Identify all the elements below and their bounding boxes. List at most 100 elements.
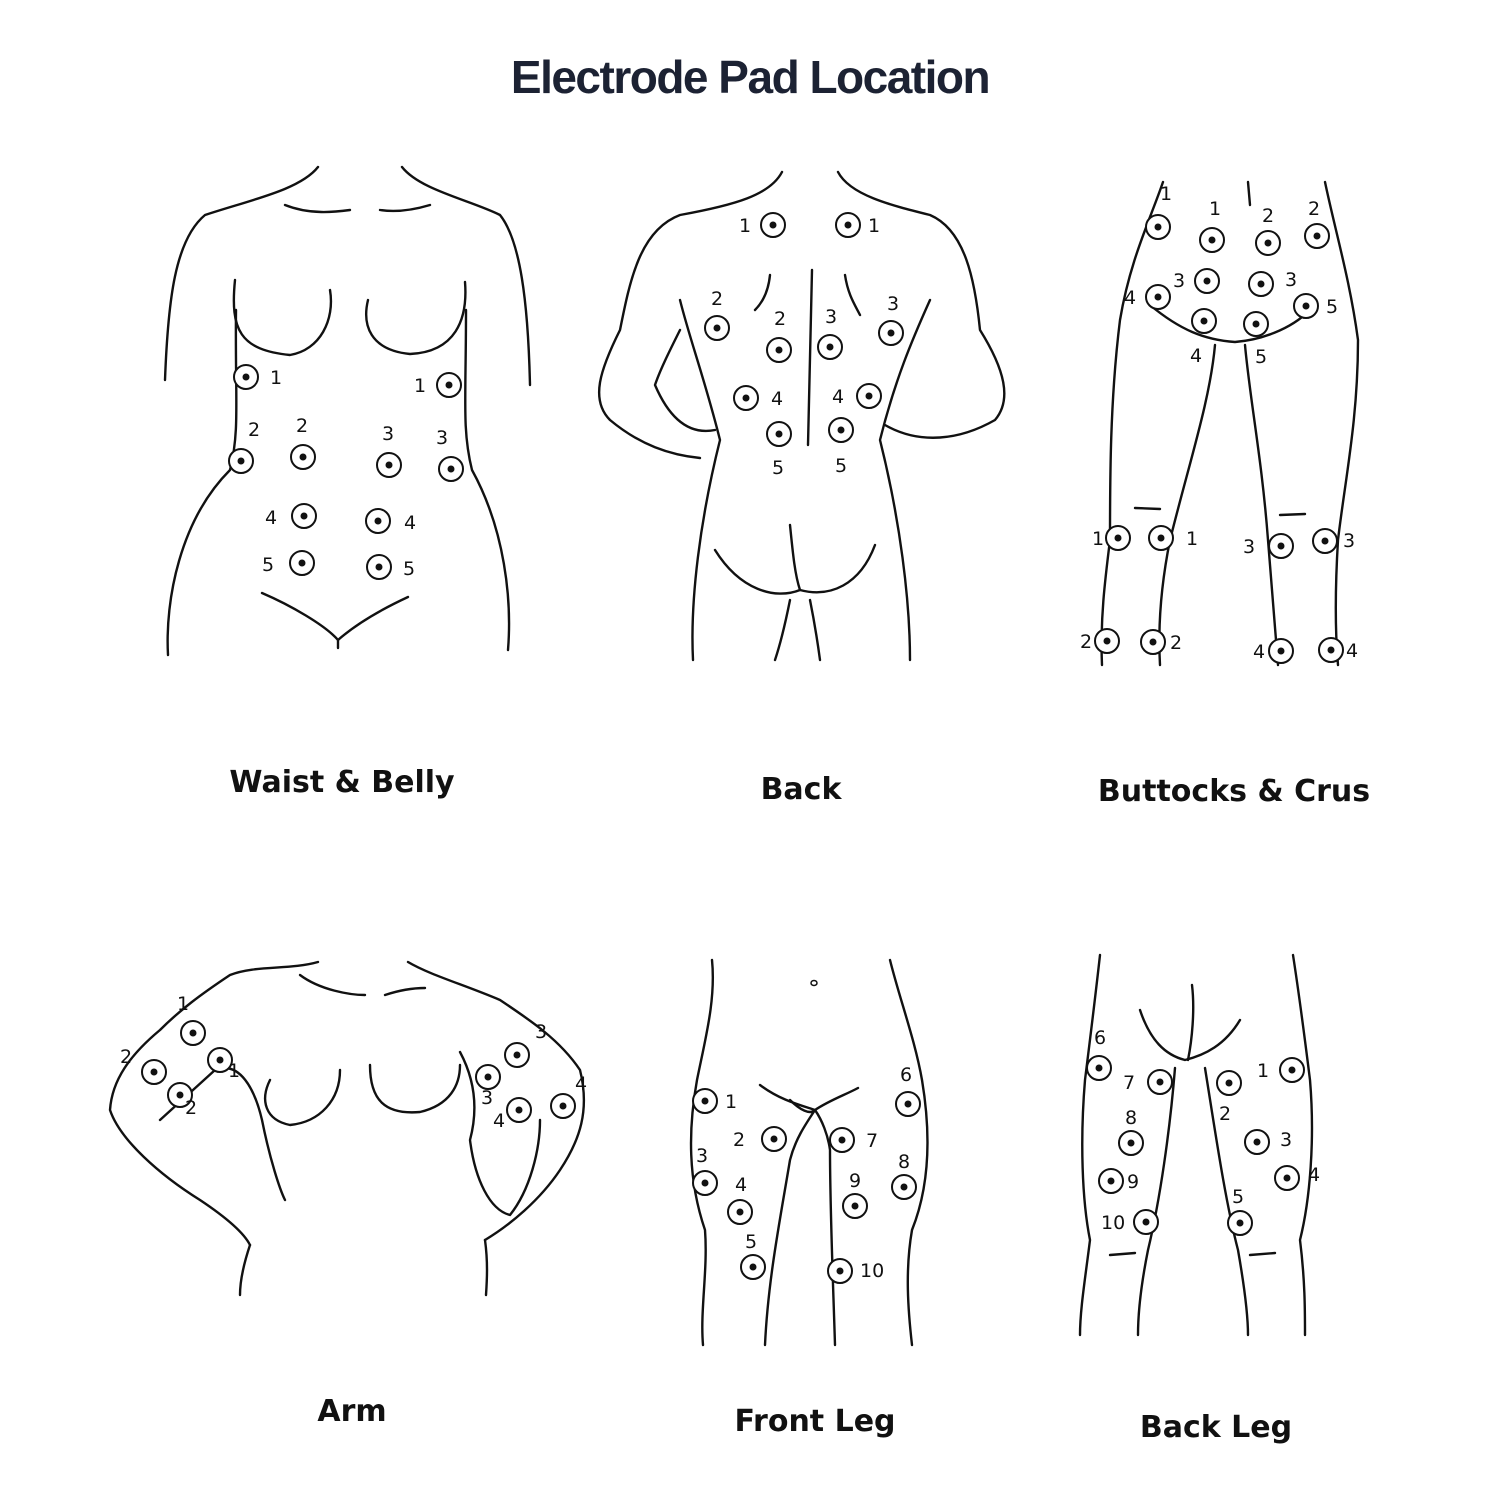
pad-label: 3 [382, 423, 394, 445]
pad-label: 1 [1209, 198, 1221, 220]
pad [733, 385, 759, 411]
pad-label: 5 [745, 1231, 757, 1253]
pad [842, 1193, 868, 1219]
pad-label: 3 [436, 427, 448, 449]
pad [504, 1042, 530, 1068]
pad-label: 1 [1092, 528, 1104, 550]
pad [1243, 311, 1269, 337]
pad [290, 444, 316, 470]
pad-label: 5 [262, 554, 274, 576]
pad [740, 1254, 766, 1280]
pad-label: 2 [1170, 632, 1182, 654]
pad [835, 212, 861, 238]
pad-label: 5 [835, 455, 847, 477]
pad [1191, 308, 1217, 334]
pad [167, 1082, 193, 1108]
pad [1279, 1057, 1305, 1083]
pad [289, 550, 315, 576]
pad-label: 3 [1343, 530, 1355, 552]
pad [506, 1097, 532, 1123]
pad [1148, 525, 1174, 551]
pad [1312, 528, 1338, 554]
pad-label: 3 [887, 293, 899, 315]
pad-label: 1 [1160, 183, 1172, 205]
pad [291, 503, 317, 529]
pad-label: 4 [1190, 345, 1202, 367]
pad-label: 6 [1094, 1027, 1106, 1049]
pad-label: 1 [725, 1091, 737, 1113]
arm-pads: 1 2 1 2 3 4 3 4 [120, 993, 587, 1132]
pad [760, 212, 786, 238]
pad [1145, 214, 1171, 240]
pad [1086, 1055, 1112, 1081]
pad [1268, 638, 1294, 664]
pad-label: 3 [1173, 270, 1185, 292]
pad-label: 3 [481, 1087, 493, 1109]
pad-label: 8 [1125, 1107, 1137, 1129]
pad [856, 383, 882, 409]
pad [766, 337, 792, 363]
pad [878, 320, 904, 346]
pad [180, 1020, 206, 1046]
pad-label: 2 [296, 415, 308, 437]
pad [1199, 227, 1225, 253]
pad [365, 508, 391, 534]
pad-label: 4 [493, 1110, 505, 1132]
pad-label: 1 [1257, 1060, 1269, 1082]
page-title: Electrode Pad Location [510, 51, 991, 103]
pad [1118, 1130, 1144, 1156]
pad-label: 10 [860, 1260, 884, 1282]
pad [550, 1093, 576, 1119]
pad [1145, 284, 1171, 310]
pad-label: 7 [1123, 1072, 1135, 1094]
pad [233, 364, 259, 390]
pad-label: 2 [1080, 631, 1092, 653]
pad-label: 3 [1243, 536, 1255, 558]
pad [1216, 1070, 1242, 1096]
pad-label: 4 [1253, 641, 1265, 663]
pad [1140, 629, 1166, 655]
pad [817, 334, 843, 360]
pad-label: 2 [711, 288, 723, 310]
pad [436, 372, 462, 398]
pad-label: 2 [120, 1046, 132, 1068]
pad-label: 4 [1124, 287, 1136, 309]
caption-back-leg: Back Leg [1139, 1410, 1293, 1445]
pad [438, 456, 464, 482]
pad-label: 7 [866, 1130, 878, 1152]
pad-label: 4 [832, 386, 844, 408]
back-leg-pads: 1 2 3 4 5 6 7 8 9 10 [1086, 1027, 1320, 1236]
pad-label: 4 [1346, 640, 1358, 662]
pad [228, 448, 254, 474]
pad [1255, 230, 1281, 256]
pad [829, 1127, 855, 1153]
pad-label: 1 [270, 367, 282, 389]
pad-label: 2 [248, 419, 260, 441]
pad-label: 2 [733, 1129, 745, 1151]
pad-label: 1 [228, 1060, 240, 1082]
pad-label: 2 [185, 1097, 197, 1119]
pad [1293, 293, 1319, 319]
pad [141, 1059, 167, 1085]
pad [366, 554, 392, 580]
pad-label: 2 [1219, 1103, 1231, 1125]
pad-label: 1 [868, 215, 880, 237]
pad [1268, 533, 1294, 559]
pad [207, 1047, 233, 1073]
caption-arm: Arm [317, 1394, 387, 1429]
pad-label: 4 [575, 1073, 587, 1095]
pad [827, 1258, 853, 1284]
pad [1304, 223, 1330, 249]
pad [475, 1064, 501, 1090]
pad [1248, 271, 1274, 297]
pad-label: 4 [404, 512, 416, 534]
pad [727, 1199, 753, 1225]
pad [895, 1091, 921, 1117]
pad-label: 1 [177, 993, 189, 1015]
